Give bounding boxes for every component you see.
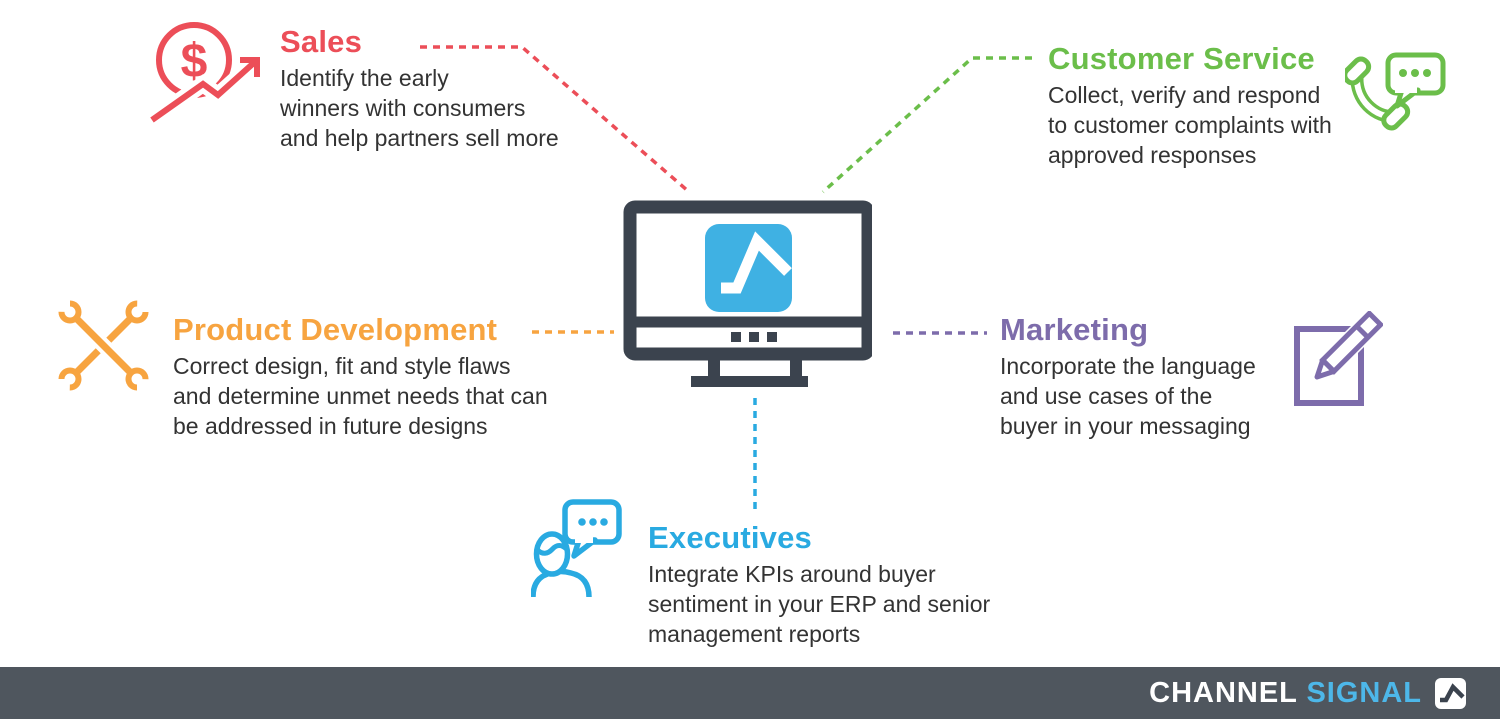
brand-signal: SIGNAL — [1306, 676, 1422, 709]
section-title: Product Development — [173, 312, 498, 347]
section-description: Identify the early winners with consumer… — [280, 65, 559, 151]
section-description: Correct design, fit and style flaws and … — [173, 353, 548, 439]
person-speech-icon — [530, 498, 625, 600]
monitor-icon — [622, 200, 875, 395]
section-title: Sales — [280, 24, 363, 59]
section-description: Incorporate the language and use cases o… — [1000, 353, 1256, 439]
pencil-square-icon — [1293, 309, 1385, 411]
section-description: Integrate KPIs around buyer sentiment in… — [648, 561, 991, 647]
growth-line-icon — [721, 231, 792, 294]
brand-wordmark: CHANNEL SIGNAL — [1149, 676, 1422, 709]
crossed-wrenches-icon — [56, 298, 151, 393]
connector-customer-service — [821, 56, 1032, 194]
growth-arrow-logo-icon — [1435, 677, 1466, 709]
footer-bar: CHANNEL SIGNAL — [0, 667, 1500, 719]
dollar-growth-icon: $ — [147, 14, 264, 128]
section-title: Customer Service — [1048, 41, 1315, 76]
section-title: Executives — [648, 520, 812, 555]
section-description: Collect, verify and respond to customer … — [1048, 82, 1332, 168]
phone-chat-icon — [1342, 50, 1463, 138]
section-title: Marketing — [1000, 312, 1149, 347]
brand-channel: CHANNEL — [1149, 676, 1298, 709]
